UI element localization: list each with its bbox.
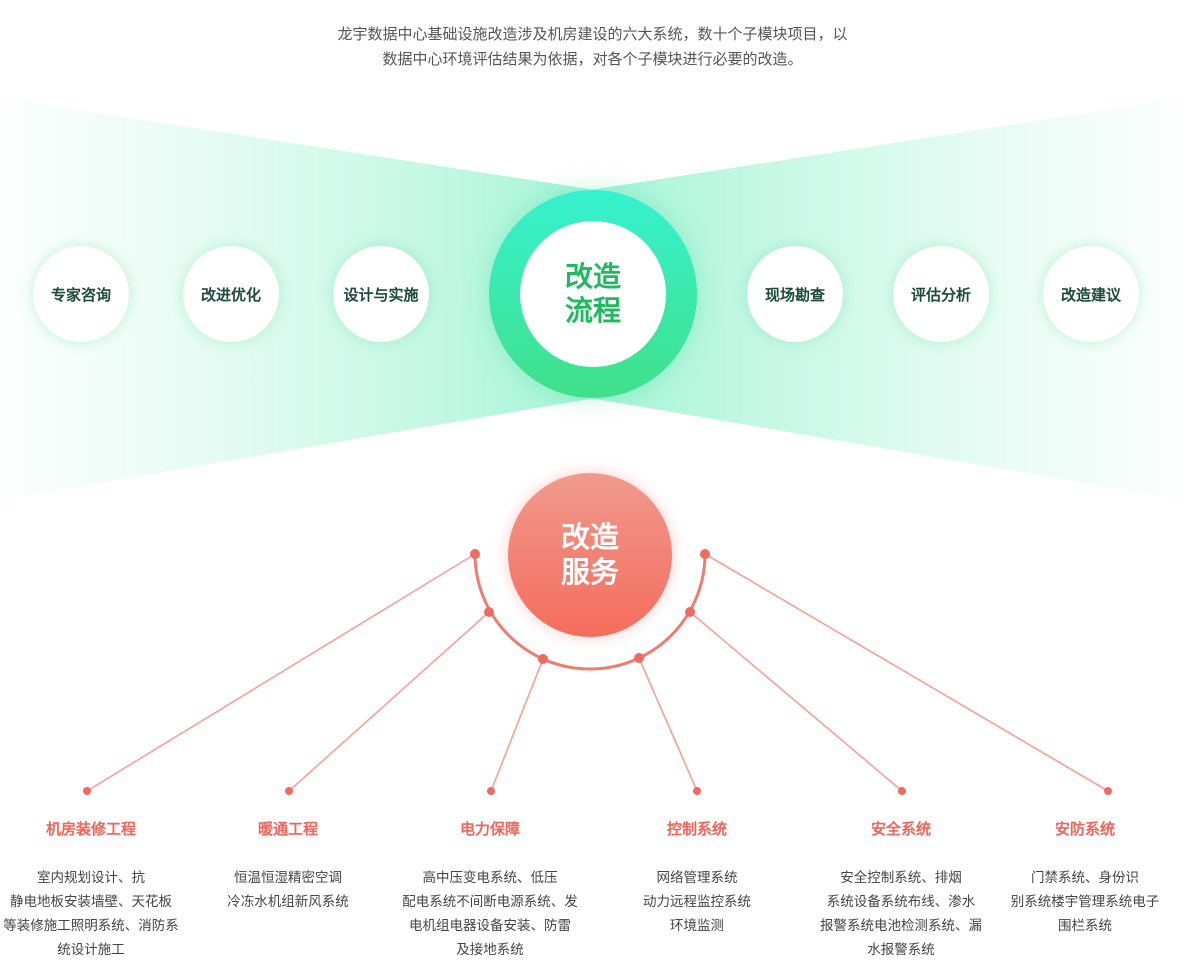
desc-line: 室内规划设计、抗 xyxy=(37,870,145,886)
desc-line: 电机组电器设备安装、防雷 xyxy=(409,918,571,934)
step-label: 设计与实施 xyxy=(343,285,419,304)
service-desc: 安全控制系统、排烟 系统设备系统布线、渗水 报警系统电池检测系统、漏 水报警系统 xyxy=(801,866,1001,962)
step-label: 专家咨询 xyxy=(50,285,111,304)
arc-node-dot xyxy=(484,607,494,617)
desc-line: 配电系统不间断电源系统、发 xyxy=(402,894,578,910)
service-center: 改造 服务 xyxy=(508,473,672,637)
service-title[interactable]: 安防系统 xyxy=(1054,820,1115,838)
service-desc: 高中压变电系统、低压 配电系统不间断电源系统、发 电机组电器设备安装、防雷 及接… xyxy=(390,866,590,962)
step-label: 评估分析 xyxy=(910,285,971,304)
service-desc: 网络管理系统 动力远程监控系统 环境监测 xyxy=(597,866,797,938)
endpoint-dot xyxy=(487,787,495,795)
fan-right xyxy=(590,98,1185,500)
step-improve-optimize[interactable]: 改进优化 xyxy=(183,246,279,342)
service-center-line-1: 改造 xyxy=(560,520,619,554)
service-item-room-decoration: 机房装修工程 室内规划设计、抗 静电地板安装墙壁、天花板 等装修施工照明系统、消… xyxy=(0,818,191,962)
process-center: 改造 流程 xyxy=(520,221,666,367)
service-desc: 室内规划设计、抗 静电地板安装墙壁、天花板 等装修施工照明系统、消防系 统设计施… xyxy=(0,866,191,962)
connector-line xyxy=(490,658,544,792)
desc-line: 环境监测 xyxy=(670,918,724,934)
desc-line: 报警系统电池检测系统、漏 xyxy=(820,918,982,934)
intro-line-1: 龙宇数据中心基础设施改造涉及机房建设的六大系统，数十个子模块项目，以 xyxy=(337,25,848,43)
desc-line: 统设计施工 xyxy=(57,942,125,958)
step-design-implement[interactable]: 设计与实施 xyxy=(333,246,429,342)
connector-line xyxy=(86,553,476,792)
service-item-safety: 安全系统 安全控制系统、排烟 系统设备系统布线、渗水 报警系统电池检测系统、漏 … xyxy=(801,818,1001,962)
process-center-ring: 改造 流程 xyxy=(489,190,697,398)
service-title[interactable]: 控制系统 xyxy=(666,820,727,838)
service-item-hvac: 暖通工程 恒温恒湿精密空调 冷冻水机组新风系统 xyxy=(188,818,388,914)
service-item-power: 电力保障 高中压变电系统、低压 配电系统不间断电源系统、发 电机组电器设备安装、… xyxy=(390,818,590,962)
service-title[interactable]: 安全系统 xyxy=(870,820,931,838)
service-title[interactable]: 暖通工程 xyxy=(257,820,318,838)
desc-line: 及接地系统 xyxy=(456,942,524,958)
step-label: 改进优化 xyxy=(200,285,261,304)
step-site-survey[interactable]: 现场勘查 xyxy=(747,246,843,342)
arc-node-dot xyxy=(700,549,710,559)
connector-line xyxy=(288,611,490,792)
arc-node-dot xyxy=(685,607,695,617)
endpoint-dot xyxy=(693,787,701,795)
intro-text: 龙宇数据中心基础设施改造涉及机房建设的六大系统，数十个子模块项目，以 数据中心环… xyxy=(0,22,1185,72)
desc-line: 冷冻水机组新风系统 xyxy=(227,894,349,910)
desc-line: 围栏系统 xyxy=(1058,918,1112,934)
process-center-line-1: 改造 xyxy=(564,260,621,293)
arc-node-dot xyxy=(538,654,548,664)
service-center-line-2: 服务 xyxy=(560,555,619,589)
process-center-line-2: 流程 xyxy=(564,294,621,327)
service-arc xyxy=(473,553,707,671)
endpoint-dot xyxy=(1104,787,1112,795)
connector-lines xyxy=(83,549,1112,795)
desc-line: 安全控制系统、排烟 xyxy=(840,870,962,886)
desc-line: 系统设备系统布线、渗水 xyxy=(826,894,976,910)
desc-line: 等装修施工照明系统、消防系 xyxy=(3,918,179,934)
connector-line xyxy=(638,657,698,792)
endpoint-dot xyxy=(285,787,293,795)
desc-line: 动力远程监控系统 xyxy=(643,894,751,910)
connector-line xyxy=(689,611,903,792)
connector-line xyxy=(704,553,1109,792)
desc-line: 静电地板安装墙壁、天花板 xyxy=(10,894,172,910)
desc-line: 门禁系统、身份识 xyxy=(1031,870,1139,886)
step-label: 改造建议 xyxy=(1060,285,1121,304)
desc-line: 水报警系统 xyxy=(867,942,935,958)
arc-node-dot xyxy=(634,653,644,663)
step-suggestion[interactable]: 改造建议 xyxy=(1043,246,1139,342)
desc-line: 网络管理系统 xyxy=(656,870,738,886)
step-assessment[interactable]: 评估分析 xyxy=(893,246,989,342)
step-expert-consult[interactable]: 专家咨询 xyxy=(33,246,129,342)
desc-line: 别系统楼宇管理系统电子 xyxy=(1010,894,1160,910)
intro-line-2: 数据中心环境评估结果为依据，对各个子模块进行必要的改造。 xyxy=(382,50,803,68)
service-title[interactable]: 电力保障 xyxy=(459,820,520,838)
service-item-security: 安防系统 门禁系统、身份识 别系统楼宇管理系统电子 围栏系统 xyxy=(985,818,1185,938)
arc-node-dot xyxy=(470,549,480,559)
service-desc: 门禁系统、身份识 别系统楼宇管理系统电子 围栏系统 xyxy=(985,866,1185,938)
endpoint-dot xyxy=(83,787,91,795)
endpoint-dot xyxy=(898,787,906,795)
desc-line: 高中压变电系统、低压 xyxy=(422,870,558,886)
service-title[interactable]: 机房装修工程 xyxy=(45,820,136,838)
service-desc: 恒温恒湿精密空调 冷冻水机组新风系统 xyxy=(188,866,388,914)
step-label: 现场勘查 xyxy=(764,285,825,304)
desc-line: 恒温恒湿精密空调 xyxy=(234,870,342,886)
fan-left xyxy=(0,98,595,500)
service-item-control: 控制系统 网络管理系统 动力远程监控系统 环境监测 xyxy=(597,818,797,938)
